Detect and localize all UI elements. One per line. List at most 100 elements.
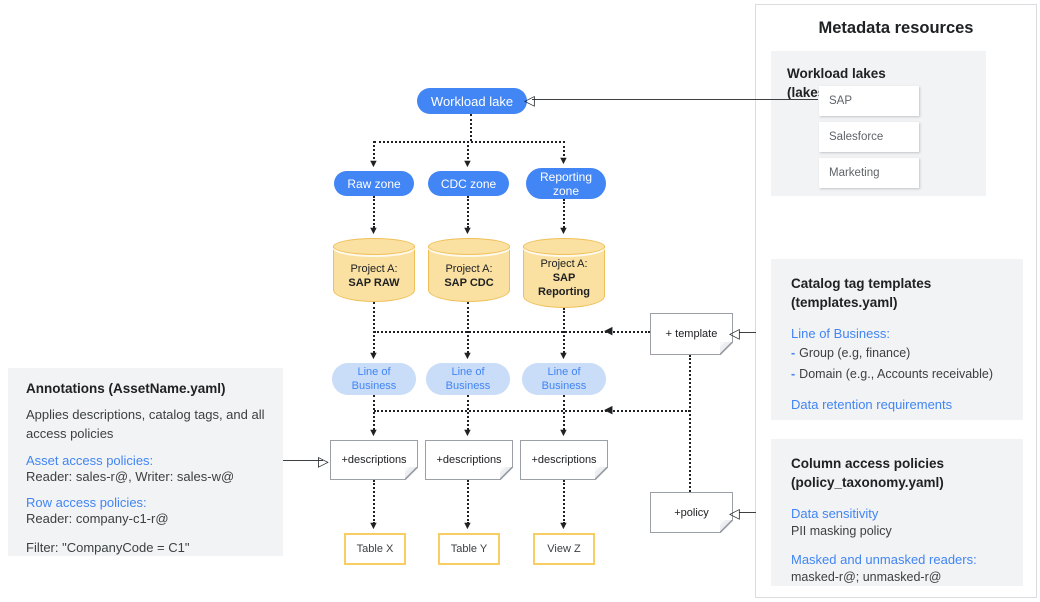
lob-template-item-domain: -Domain (e.g., Accounts receivable)	[791, 364, 1003, 385]
cylinder-top	[428, 238, 510, 255]
lob-line2: Business	[445, 380, 491, 392]
arrowhead-down-icon: ▼	[462, 225, 473, 237]
metadata-resources-title: Metadata resources	[818, 19, 974, 37]
annotations-title: Annotations (AssetName.yaml)	[26, 381, 226, 396]
open-arrowhead-left-icon: ◁	[729, 325, 740, 341]
lob-line2: Business	[541, 380, 587, 392]
connector-to-cdc-zone	[467, 141, 469, 163]
connector-descriptions-to-view-z	[563, 480, 565, 524]
cdc-zone-node: CDC zone	[428, 171, 509, 196]
folded-corner	[405, 467, 418, 480]
descriptions-label: +descriptions	[436, 454, 502, 466]
connector-reporting-to-cylinder	[563, 199, 565, 228]
open-arrowhead-left-icon: ◁	[524, 92, 535, 108]
template-label: + template	[665, 328, 718, 340]
connector-lake-down	[470, 114, 472, 141]
connector-descriptions-to-table-y	[467, 480, 469, 524]
masked-readers-heading: Masked and unmasked readers:	[791, 552, 977, 567]
table-x-node: Table X	[344, 533, 406, 565]
arrow-panel-to-policy-line	[739, 512, 756, 513]
project-sap-raw-cylinder: Project A: SAP RAW	[333, 238, 415, 302]
arrow-sap-to-lake-line	[532, 99, 818, 100]
lake-item-salesforce: Salesforce	[819, 122, 919, 152]
arrowhead-down-icon: ▼	[462, 427, 473, 439]
row-access-policies-value: Reader: company-c1-r@	[26, 511, 169, 526]
descriptions-note-3: +descriptions	[520, 440, 608, 480]
table-y-node: Table Y	[438, 533, 500, 565]
column-policies-heading-line1: Column access policies	[791, 456, 945, 471]
cylinder-body	[333, 246, 415, 302]
cylinder-body	[428, 246, 510, 302]
project-prefix: Project A:	[540, 258, 588, 270]
connector-policy-to-columns	[374, 410, 690, 412]
connector-lob-to-descriptions-3	[563, 395, 565, 430]
filter-value: Filter: "CompanyCode = C1"	[26, 540, 190, 555]
lob-templates-heading: Line of Business:	[791, 326, 891, 341]
arrowhead-down-icon: ▼	[462, 350, 473, 362]
catalog-templates-heading-line1: Catalog tag templates	[791, 276, 932, 291]
connector-cdc-to-cylinder	[467, 196, 469, 228]
project-name: SAP RAW	[348, 277, 400, 289]
arrowhead-down-icon: ▼	[368, 350, 379, 362]
reporting-zone-node: Reporting zone	[526, 168, 606, 199]
connector-lob-to-descriptions-1	[373, 395, 375, 430]
open-arrowhead-right-icon: ▷	[318, 453, 329, 469]
line-of-business-node-2: Line of Business	[426, 363, 510, 395]
lob-template-item-group-text: Group (e.g, finance)	[799, 346, 911, 360]
view-z-node: View Z	[533, 533, 595, 565]
bullet-dash: -	[791, 346, 796, 360]
connector-lob-to-descriptions-2	[467, 395, 469, 430]
project-sap-reporting-cylinder: Project A: SAP Reporting	[523, 238, 605, 308]
bullet-dash: -	[791, 367, 796, 381]
connector-cylinder-to-lob-2	[467, 302, 469, 353]
cylinder-body	[523, 246, 605, 308]
connector-descriptions-to-table-x	[373, 480, 375, 524]
arrowhead-down-icon: ▼	[462, 520, 473, 532]
lake-item-sap: SAP	[819, 86, 919, 116]
project-name: SAP CDC	[444, 277, 494, 289]
lob-line1: Line of	[547, 366, 581, 378]
template-note: + template	[650, 313, 733, 355]
connector-template-to-columns	[374, 331, 650, 333]
arrow-annotations-to-descriptions-line	[283, 460, 323, 461]
open-arrowhead-left-icon: ◁	[729, 505, 740, 521]
lob-template-item-group: -Group (e.g, finance)	[791, 343, 1003, 364]
catalog-templates-section: Catalog tag templates (templates.yaml) L…	[771, 259, 1023, 420]
folded-corner	[500, 467, 513, 480]
line-of-business-node-3: Line of Business	[522, 363, 606, 395]
arrowhead-down-icon: ▼	[368, 158, 379, 170]
data-retention-heading: Data retention requirements	[791, 397, 953, 412]
arrowhead-down-icon: ▼	[558, 225, 569, 237]
connector-template-to-policy	[689, 355, 691, 492]
arrowhead-down-icon: ▼	[558, 350, 569, 362]
connector-raw-to-cylinder	[373, 196, 375, 228]
folded-corner	[720, 342, 733, 355]
arrowhead-down-icon: ▼	[558, 520, 569, 532]
arrowhead-down-icon: ▼	[462, 158, 473, 170]
project-sap-cdc-cylinder: Project A:SAP CDC	[428, 238, 510, 302]
policy-label: +policy	[674, 506, 709, 519]
arrowhead-left-icon: ◀	[604, 404, 613, 416]
arrowhead-down-icon: ▼	[368, 225, 379, 237]
masked-readers-value: masked-r@; unmasked-r@	[791, 570, 942, 584]
project-name: SAP Reporting	[538, 272, 590, 298]
arrowhead-down-icon: ▼	[558, 427, 569, 439]
folded-corner	[595, 467, 608, 480]
project-prefix: Project A:	[350, 263, 398, 275]
arrowhead-down-icon: ▼	[368, 427, 379, 439]
connector-cylinder-to-lob-3	[563, 308, 565, 353]
lob-line1: Line of	[357, 366, 391, 378]
annotations-body: Applies descriptions, catalog tags, and …	[26, 407, 265, 441]
column-policies-heading-line2: (policy_taxonomy.yaml)	[791, 475, 944, 490]
catalog-templates-heading-line2: (templates.yaml)	[791, 295, 898, 310]
connector-to-reporting-zone	[563, 141, 565, 160]
row-access-policies-heading: Row access policies:	[26, 495, 147, 510]
lake-item-marketing: Marketing	[819, 158, 919, 188]
lob-line1: Line of	[451, 366, 485, 378]
cylinder-top	[523, 238, 605, 255]
descriptions-label: +descriptions	[531, 454, 597, 466]
descriptions-note-1: +descriptions	[330, 440, 418, 480]
data-sensitivity-heading: Data sensitivity	[791, 506, 879, 521]
connector-to-raw-zone	[373, 141, 375, 163]
